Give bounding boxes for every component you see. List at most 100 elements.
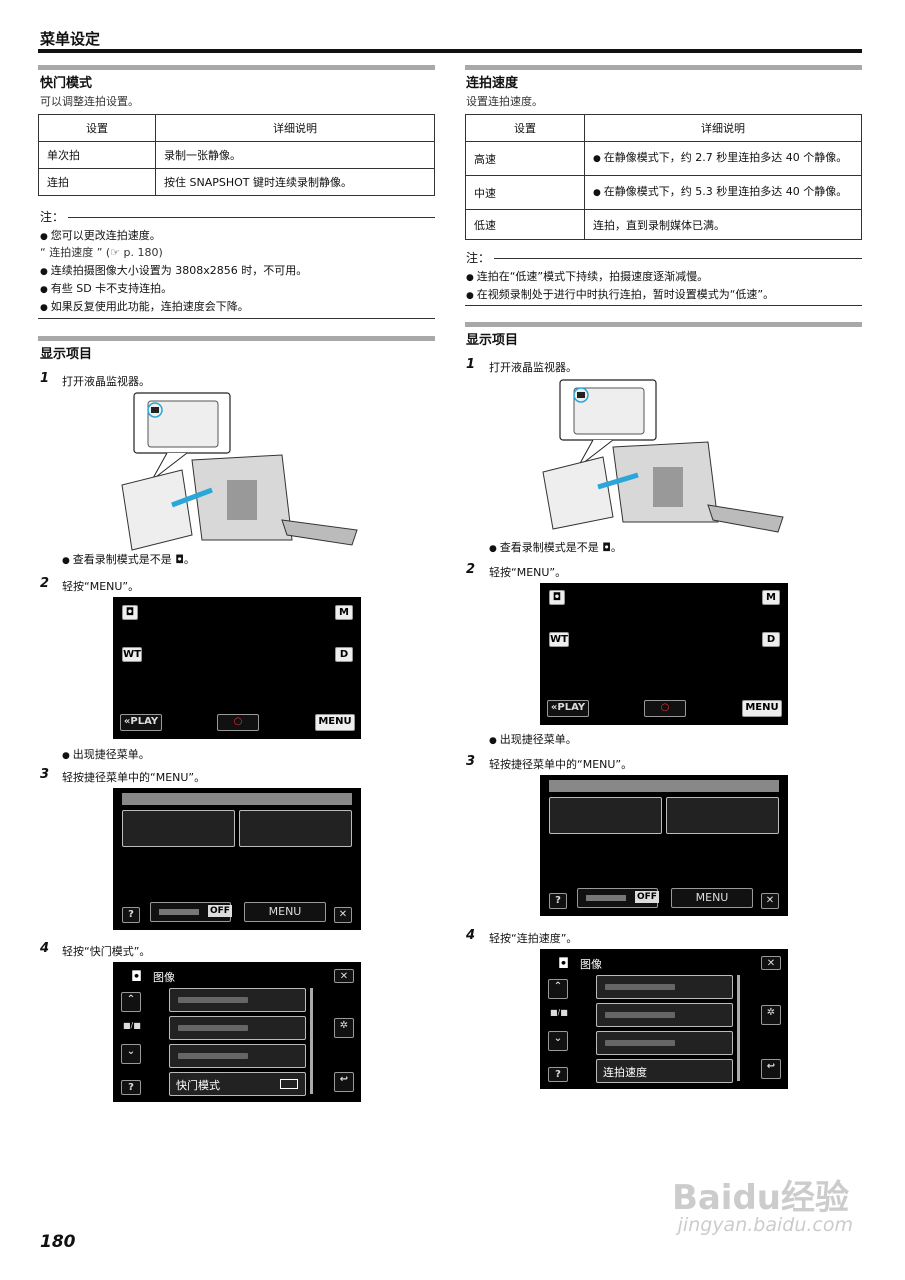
section-title-display: 显示项目 (40, 347, 93, 362)
menu-header: 图像 (153, 971, 175, 984)
camcorder-illustration (542, 379, 784, 533)
close-icon[interactable]: ✕ (761, 893, 779, 909)
table-header: 设置 (465, 114, 585, 142)
camera-mode-icon[interactable]: ◘ (549, 590, 565, 605)
blurred-text (586, 895, 626, 901)
menu-item[interactable] (596, 1031, 733, 1055)
table-cell: 低速 (465, 209, 585, 240)
table-row: 低速 连拍，直到录制媒体已满。 (465, 209, 862, 240)
lcd-screen-shortcut-menu: ? OFF MENU ✕ (540, 775, 788, 916)
toggle-off-button[interactable]: OFF (150, 902, 232, 922)
scroll-down-icon[interactable]: ⌄ (548, 1031, 568, 1051)
back-icon[interactable]: ↩ (761, 1059, 781, 1079)
table-cell: 单次拍 (38, 141, 156, 169)
step-number: 3 (40, 767, 50, 782)
section-bar (38, 65, 435, 70)
help-button[interactable]: ? (122, 907, 140, 923)
note-rule (68, 217, 435, 218)
close-icon[interactable]: ✕ (334, 969, 354, 983)
display-button[interactable]: D (335, 647, 353, 662)
shortcut-tile[interactable] (122, 810, 235, 847)
scroll-up-icon[interactable]: ⌃ (121, 992, 141, 1012)
note-end-rule (38, 318, 435, 319)
menu-button[interactable]: MENU (244, 902, 326, 922)
step-number: 2 (40, 576, 50, 591)
step-note: 查看录制模式是不是 ◘。 (489, 539, 622, 558)
note-reference-link[interactable]: “ 连拍速度 ” (☞ p. 180) (40, 246, 163, 259)
mode-highlight-circle (573, 387, 589, 403)
section-bar (465, 65, 862, 70)
record-button[interactable]: ○ (644, 700, 686, 717)
zoom-wt-button[interactable]: WT (549, 632, 569, 647)
shortcut-tile[interactable] (239, 810, 352, 847)
camcorder-illustration (121, 392, 358, 551)
scroll-up-icon[interactable]: ⌃ (548, 979, 568, 999)
step-text: 打开液晶监视器。 (489, 361, 577, 374)
camera-mode-icon: ◘ (131, 969, 143, 985)
table-cell: 按住 SNAPSHOT 键时连续录制静像。 (155, 168, 435, 196)
close-icon[interactable]: ✕ (761, 956, 781, 970)
menu-header: 图像 (580, 958, 602, 971)
scrollbar[interactable] (737, 975, 740, 1081)
menu-item[interactable] (169, 988, 306, 1012)
menu-item[interactable] (169, 1016, 306, 1040)
table-row: 高速 在静像模式下，约 2.7 秒里连拍多达 40 个静像。 (465, 141, 862, 176)
manual-button[interactable]: M (762, 590, 780, 605)
back-icon[interactable]: ↩ (334, 1072, 354, 1092)
help-button[interactable]: ? (549, 893, 567, 909)
note-item: 您可以更改连拍速度。 (40, 227, 161, 246)
table-cell: 在静像模式下，约 5.3 秒里连拍多达 40 个静像。 (584, 175, 862, 210)
page-indicator: ■/■ (123, 1021, 141, 1030)
camera-mode-icon (577, 392, 585, 398)
table-cell: 连拍，直到录制媒体已满。 (584, 209, 862, 240)
title-rule (38, 49, 862, 53)
record-button[interactable]: ○ (217, 714, 259, 731)
menu-item[interactable] (169, 1044, 306, 1068)
menu-button[interactable]: MENU (315, 714, 355, 731)
note-rule (494, 258, 862, 259)
close-icon[interactable]: ✕ (334, 907, 352, 923)
toggle-off-button[interactable]: OFF (577, 888, 659, 908)
menu-item-burst-speed[interactable]: 连拍速度 (596, 1059, 733, 1083)
menu-item[interactable] (596, 975, 733, 999)
section-title-burst-speed: 连拍速度 (466, 76, 519, 91)
scrollbar[interactable] (310, 988, 313, 1094)
gear-icon[interactable]: ✲ (334, 1018, 354, 1038)
shortcut-tile[interactable] (549, 797, 662, 834)
scroll-down-icon[interactable]: ⌄ (121, 1044, 141, 1064)
help-button[interactable]: ? (121, 1080, 141, 1095)
step-text: 轻按“MENU”。 (489, 566, 567, 579)
step-text: 轻按“快门模式”。 (62, 945, 151, 958)
section-bar (38, 336, 435, 341)
table-header: 详细说明 (155, 114, 435, 142)
lcd-screen-image-menu: ◘ 图像 ✕ ⌃ ■/■ ⌄ ? 连拍速度 ✲ ↩ (540, 949, 788, 1089)
zoom-wt-button[interactable]: WT (122, 647, 142, 662)
note-item: 有些 SD 卡不支持连拍。 (40, 280, 172, 299)
step-text: 轻按捷径菜单中的“MENU”。 (489, 758, 633, 771)
menu-item-label: 连拍速度 (603, 1066, 647, 1079)
display-button[interactable]: D (762, 632, 780, 647)
page-number: 180 (40, 1232, 76, 1252)
step-text: 打开液晶监视器。 (62, 375, 150, 388)
manual-button[interactable]: M (335, 605, 353, 620)
settings-table: 设置 详细说明 高速 在静像模式下，约 2.7 秒里连拍多达 40 个静像。 中… (465, 114, 862, 240)
gear-icon[interactable]: ✲ (761, 1005, 781, 1025)
menu-button[interactable]: MENU (671, 888, 753, 908)
help-button[interactable]: ? (548, 1067, 568, 1082)
step-number: 4 (40, 941, 50, 956)
play-button[interactable]: «PLAY (547, 700, 589, 717)
table-cell: 连拍 (38, 168, 156, 196)
play-button[interactable]: «PLAY (120, 714, 162, 731)
menu-item-shutter-mode[interactable]: 快门模式 (169, 1072, 306, 1096)
note-item: 如果反复使用此功能，连拍速度会下降。 (40, 298, 249, 317)
step-number: 1 (40, 371, 50, 386)
shortcut-tile[interactable] (666, 797, 779, 834)
menu-item[interactable] (596, 1003, 733, 1027)
step-text: 轻按“MENU”。 (62, 580, 140, 593)
page-title: 菜单设定 (40, 30, 101, 48)
menu-button[interactable]: MENU (742, 700, 782, 717)
step-note: 出现捷径菜单。 (62, 746, 150, 765)
mode-highlight-circle (147, 402, 163, 418)
camera-mode-icon[interactable]: ◘ (122, 605, 138, 620)
table-header: 详细说明 (584, 114, 862, 142)
